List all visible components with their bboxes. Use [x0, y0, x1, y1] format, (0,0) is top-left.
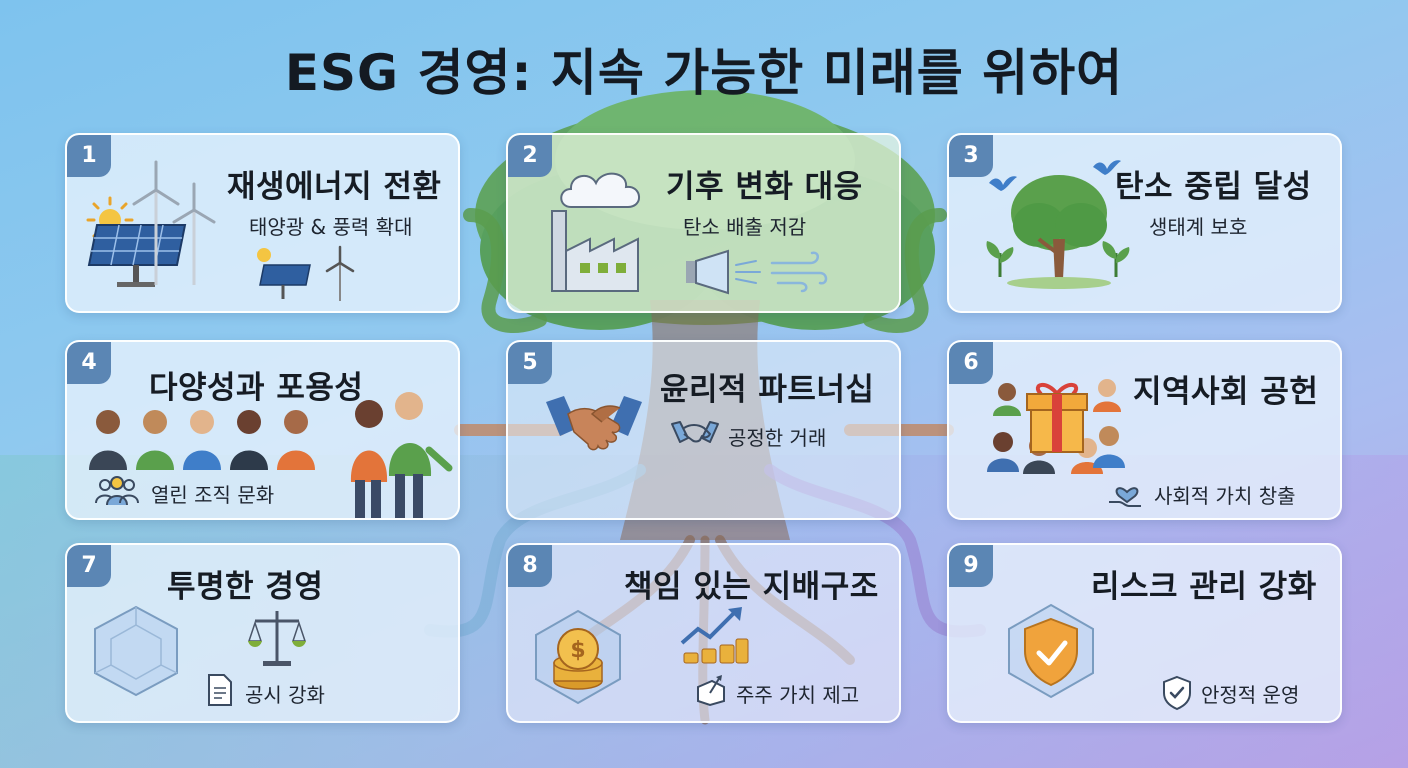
card-subtitle: 주주 가치 제고	[736, 683, 860, 707]
card-number-badge: 3	[949, 135, 993, 177]
team-icon	[93, 475, 141, 507]
card-transparent-management: 7 투명한 경영 공시 강화	[65, 543, 460, 723]
card-number-badge: 4	[67, 342, 111, 384]
tree-icon	[999, 169, 1119, 299]
sprout-icon	[1099, 235, 1133, 279]
wind-turbine-icon	[132, 160, 217, 290]
card-diversity-inclusion: 4 다양성과 포용성	[65, 340, 460, 520]
branch-to-card-1	[463, 208, 547, 333]
card-renewable-energy: 1 재생에너지 전환 태양광 & 풍력 확대	[65, 133, 460, 313]
card-number-badge: 5	[508, 342, 552, 384]
coin-stack-icon: $	[530, 607, 626, 707]
card-subtitle: 태양광 & 풍력 확대	[249, 215, 413, 239]
card-subtitle: 사회적 가치 창출	[1154, 484, 1296, 508]
team-walking-icon	[339, 390, 454, 518]
solar-panel-icon	[85, 220, 190, 290]
card-number-badge: 6	[949, 342, 993, 384]
card-title: 기후 변화 대응	[666, 169, 863, 205]
card-number-badge: 9	[949, 545, 993, 587]
card-title: 탄소 중립 달성	[1115, 169, 1312, 205]
card-climate-change: 2 기후 변화 대응 탄소 배출 저감	[506, 133, 901, 313]
sprout-icon	[983, 235, 1017, 279]
card-title: 리스크 관리 강화	[1091, 569, 1317, 605]
card-ethical-partnership: 5 윤리적 파트너십 공정한 거래	[506, 340, 901, 520]
page-title: ESG 경영: 지속 가능한 미래를 위하여	[284, 44, 1124, 102]
wind-icon	[770, 249, 830, 294]
growth-chart-icon	[678, 605, 750, 667]
card-number-badge: 8	[508, 545, 552, 587]
card-risk-management: 9 리스크 관리 강화 안정적 운영	[947, 543, 1342, 723]
card-title: 책임 있는 지배구조	[624, 569, 879, 605]
card-community-contribution: 6 지역사회 공헌 사회적 가치 창출	[947, 340, 1342, 520]
people-group-icon	[83, 404, 333, 472]
air-filter-icon	[684, 247, 764, 297]
shield-check-icon	[1003, 601, 1099, 701]
card-subtitle: 탄소 배출 저감	[683, 215, 807, 239]
card-number-badge: 7	[67, 545, 111, 587]
card-number-badge: 2	[508, 135, 552, 177]
card-subtitle: 공시 강화	[245, 683, 325, 707]
card-title: 윤리적 파트너십	[660, 372, 875, 408]
card-title: 투명한 경영	[167, 569, 324, 605]
svg-text:$: $	[570, 638, 585, 663]
handshake-icon	[544, 388, 644, 458]
card-subtitle: 열린 조직 문화	[151, 483, 275, 507]
gift-box-icon	[1017, 376, 1097, 456]
mini-solar-wind-icon	[252, 243, 362, 303]
glass-cube-icon	[91, 603, 181, 699]
card-subtitle: 생태계 보호	[1149, 215, 1248, 239]
cloud-icon	[556, 165, 646, 215]
card-subtitle: 안정적 운영	[1201, 683, 1300, 707]
card-subtitle: 공정한 거래	[728, 426, 827, 450]
card-title: 다양성과 포용성	[149, 370, 364, 406]
document-icon	[207, 673, 233, 707]
scales-icon	[247, 607, 307, 669]
shield-small-icon	[1161, 675, 1193, 711]
card-title: 재생에너지 전환	[227, 169, 442, 205]
card-number-badge: 1	[67, 135, 111, 177]
branch-to-card-3	[863, 208, 947, 333]
bird-icon	[1091, 155, 1123, 179]
factory-icon	[544, 205, 649, 295]
heart-hand-icon	[1107, 476, 1147, 510]
card-carbon-neutral: 3 탄소 중립 달성 생태계 보호	[947, 133, 1342, 313]
card-title: 지역사회 공헌	[1133, 374, 1319, 410]
handshake-small-icon	[670, 416, 720, 448]
bird-icon	[987, 171, 1019, 195]
card-responsible-governance: 8 책임 있는 지배구조 $ 주주 가치	[506, 543, 901, 723]
box-arrow-icon	[694, 673, 726, 707]
